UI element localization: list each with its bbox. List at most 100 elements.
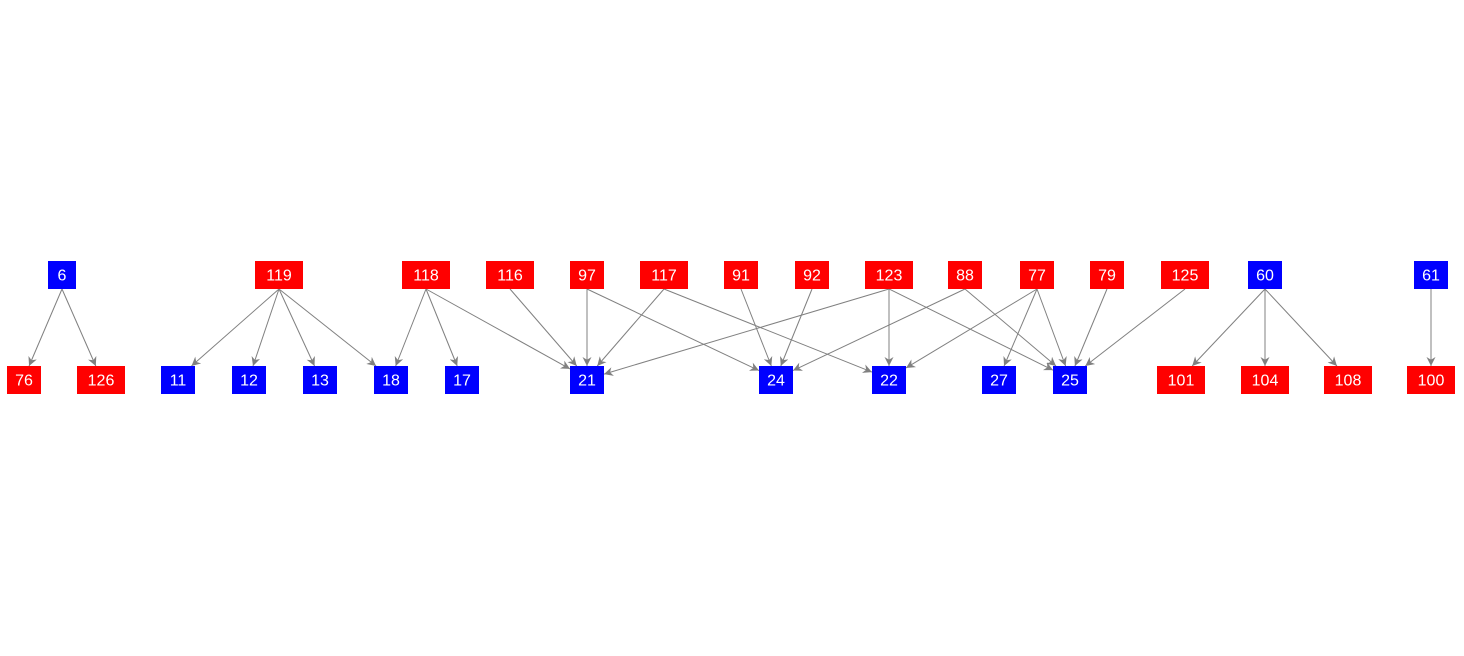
node-label: 27 [990, 373, 1008, 390]
node-label: 24 [767, 373, 785, 390]
node-box [1090, 261, 1124, 289]
node-126[interactable]: 126 [77, 366, 125, 394]
node-box [724, 261, 758, 289]
edge-97-24 [586, 288, 760, 372]
node-label: 76 [15, 373, 33, 390]
node-box [161, 366, 195, 394]
node-22[interactable]: 22 [872, 366, 906, 394]
edge-119-13 [278, 288, 315, 367]
edge-125-25 [1085, 288, 1186, 367]
node-label: 25 [1061, 373, 1079, 390]
node-76[interactable]: 76 [7, 366, 41, 394]
edge-88-24 [792, 288, 966, 372]
node-101[interactable]: 101 [1157, 366, 1205, 394]
node-box [872, 366, 906, 394]
node-box [795, 261, 829, 289]
node-box [232, 366, 266, 394]
node-box [570, 261, 604, 289]
node-label: 79 [1098, 268, 1116, 285]
node-123[interactable]: 123 [865, 261, 913, 289]
node-label: 61 [1422, 268, 1440, 285]
node-13[interactable]: 13 [303, 366, 337, 394]
edge-6-76 [28, 288, 63, 367]
node-125[interactable]: 125 [1161, 261, 1209, 289]
node-77[interactable]: 77 [1020, 261, 1054, 289]
edge-119-11 [191, 288, 280, 367]
node-label: 11 [170, 373, 187, 390]
edge-123-21 [603, 288, 890, 376]
node-88[interactable]: 88 [948, 261, 982, 289]
node-label: 18 [382, 373, 400, 390]
node-box [402, 261, 450, 289]
node-25[interactable]: 25 [1053, 366, 1087, 394]
node-box [1157, 366, 1205, 394]
node-box [982, 366, 1016, 394]
node-18[interactable]: 18 [374, 366, 408, 394]
edge-92-24 [780, 288, 813, 367]
node-21[interactable]: 21 [570, 366, 604, 394]
edge-88-25 [964, 288, 1057, 367]
node-box [303, 366, 337, 394]
node-label: 126 [88, 373, 115, 390]
node-box [1161, 261, 1209, 289]
node-97[interactable]: 97 [570, 261, 604, 289]
edge-60-101 [1191, 288, 1266, 367]
node-116[interactable]: 116 [486, 261, 534, 289]
node-108[interactable]: 108 [1324, 366, 1372, 394]
edge-77-25 [1036, 288, 1067, 367]
node-box [255, 261, 303, 289]
node-11[interactable]: 11 [161, 366, 195, 394]
edge-119-12 [251, 288, 280, 367]
node-box [640, 261, 688, 289]
node-117[interactable]: 117 [640, 261, 688, 289]
node-label: 119 [266, 268, 292, 285]
node-label: 101 [1168, 373, 1195, 390]
node-box [865, 261, 913, 289]
node-box [948, 261, 982, 289]
node-label: 13 [311, 373, 329, 390]
node-label: 116 [497, 268, 523, 285]
node-label: 91 [732, 268, 750, 285]
node-118[interactable]: 118 [402, 261, 450, 289]
edge-118-17 [425, 288, 458, 367]
node-box [7, 366, 41, 394]
node-92[interactable]: 92 [795, 261, 829, 289]
node-119[interactable]: 119 [255, 261, 303, 289]
node-label: 60 [1256, 268, 1274, 285]
edge-117-22 [663, 288, 873, 373]
node-label: 118 [413, 268, 439, 285]
node-60[interactable]: 60 [1248, 261, 1282, 289]
node-box [759, 366, 793, 394]
node-box [1407, 366, 1455, 394]
edge-77-22 [905, 288, 1038, 369]
node-12[interactable]: 12 [232, 366, 266, 394]
edge-118-21 [425, 288, 571, 370]
node-box [1414, 261, 1448, 289]
node-100[interactable]: 100 [1407, 366, 1455, 394]
node-label: 17 [453, 373, 471, 390]
node-box [1241, 366, 1289, 394]
node-79[interactable]: 79 [1090, 261, 1124, 289]
node-27[interactable]: 27 [982, 366, 1016, 394]
node-104[interactable]: 104 [1241, 366, 1289, 394]
node-label: 100 [1418, 373, 1445, 390]
node-label: 125 [1172, 268, 1199, 285]
node-box [1053, 366, 1087, 394]
node-box [77, 366, 125, 394]
node-label: 21 [578, 373, 596, 390]
node-label: 22 [880, 373, 898, 390]
node-box [445, 366, 479, 394]
node-6[interactable]: 6 [48, 261, 76, 289]
node-label: 104 [1252, 373, 1279, 390]
node-91[interactable]: 91 [724, 261, 758, 289]
node-box [48, 261, 76, 289]
edge-77-27 [1003, 288, 1038, 367]
node-61[interactable]: 61 [1414, 261, 1448, 289]
node-24[interactable]: 24 [759, 366, 793, 394]
edge-91-24 [740, 288, 773, 367]
node-17[interactable]: 17 [445, 366, 479, 394]
edge-6-126 [61, 288, 97, 367]
edge-60-108 [1264, 288, 1338, 367]
node-box [1248, 261, 1282, 289]
node-label: 108 [1335, 373, 1362, 390]
